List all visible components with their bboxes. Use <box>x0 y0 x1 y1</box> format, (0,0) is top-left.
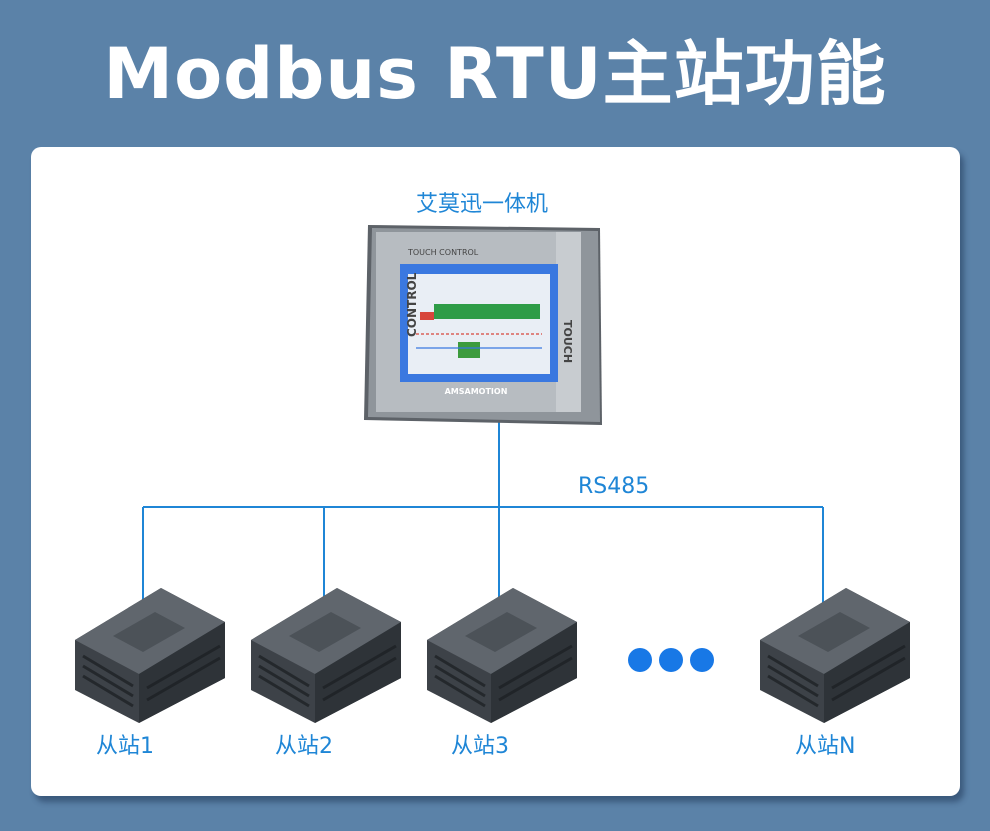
slave-label-2: 从站2 <box>275 734 333 759</box>
ellipsis-dot <box>690 648 714 672</box>
hmi-brand-label: AMSAMOTION <box>445 387 508 396</box>
master-label: 艾莫迅一体机 <box>416 192 549 217</box>
rs485-label: RS485 <box>578 474 650 499</box>
plc-slave-3 <box>427 588 577 723</box>
plc-slave-1 <box>75 588 225 723</box>
plc-slave-2 <box>251 588 401 723</box>
hmi-device: TOUCH CONTROL CONTROL TOUCH AMSAMOTION <box>364 225 602 425</box>
slave-label-3: 从站3 <box>451 734 509 759</box>
hmi-side-label-left: CONTROL <box>405 272 419 337</box>
page-title: Modbus RTU主站功能 <box>103 33 887 115</box>
plc-slave-n <box>760 588 910 723</box>
slave-label-n: 从站N <box>795 734 856 759</box>
ellipsis-dot <box>628 648 652 672</box>
hmi-screen-header: TOUCH CONTROL <box>407 248 479 257</box>
hmi-side-label-right: TOUCH <box>561 320 574 363</box>
slave-label-1: 从站1 <box>96 734 154 759</box>
ellipsis-dot <box>659 648 683 672</box>
